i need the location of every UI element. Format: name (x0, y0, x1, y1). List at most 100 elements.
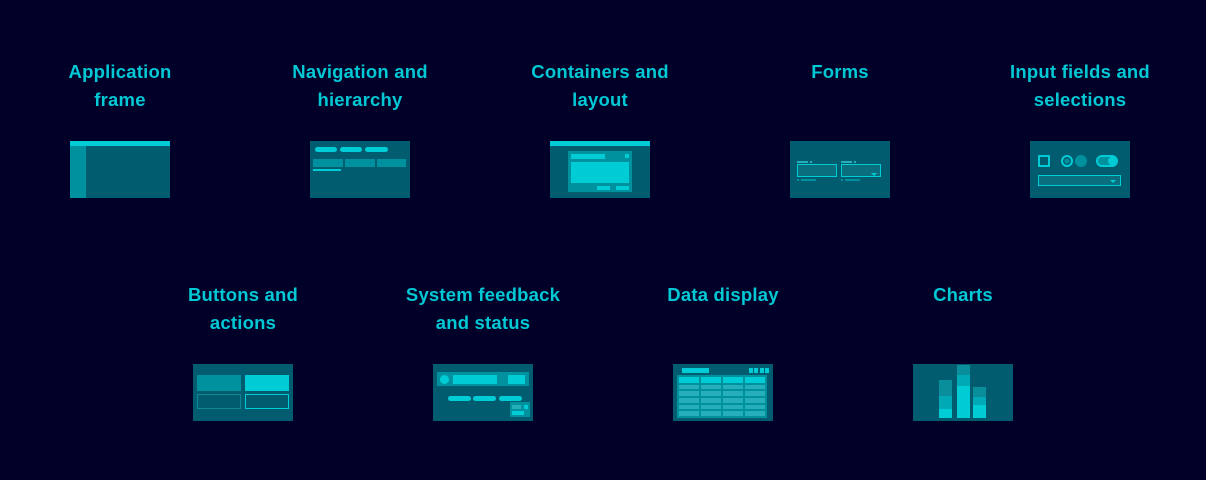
modal-dialog (568, 151, 632, 192)
toast-close-icon (524, 405, 528, 409)
feedback-thumbnail-icon (433, 364, 533, 421)
category-title: Containers and layout (531, 61, 669, 110)
active-tab-underline (313, 169, 341, 171)
app-header-bar (550, 141, 650, 146)
required-marker (854, 161, 856, 163)
nav-tab (313, 159, 343, 167)
category-card-system-feedback-and-status[interactable]: System feedback and status (363, 281, 603, 421)
close-icon (625, 154, 629, 158)
helper-icon (841, 179, 843, 181)
category-row-bottom: Buttons and actions System feedback and … (123, 281, 1083, 421)
toolbar-icon (754, 368, 758, 373)
bar-segment (973, 387, 986, 397)
form-field (841, 161, 882, 183)
primary-button (245, 375, 289, 391)
table-toolbar-icons (748, 368, 769, 373)
table-row (679, 391, 765, 397)
app-content-area (86, 146, 170, 198)
table-cell (745, 391, 765, 397)
outline-button (245, 394, 289, 409)
select-input (841, 164, 881, 177)
bar-segment (957, 375, 970, 386)
app-header-bar (70, 141, 170, 146)
radio-selected-icon (1061, 155, 1073, 167)
helper-icon (797, 179, 799, 181)
checkbox-icon (1038, 155, 1050, 167)
helper-text-bar (845, 179, 860, 181)
ghost-button (197, 394, 241, 409)
status-pill (499, 396, 522, 401)
form-field (797, 161, 838, 183)
field-label (797, 161, 808, 163)
category-title: Forms (811, 61, 869, 82)
select-field (1038, 175, 1121, 186)
field-label (841, 161, 852, 163)
modal-content-area (571, 162, 629, 183)
table-cell (745, 398, 765, 403)
category-title: Application frame (68, 61, 172, 110)
category-title: System feedback and status (405, 284, 561, 333)
bar-segment (957, 386, 970, 418)
table-cell (701, 398, 721, 403)
chart-bar (973, 387, 986, 418)
chevron-down-icon (1110, 179, 1116, 183)
bar-segment (973, 397, 986, 405)
table-cell (701, 391, 721, 397)
table-cell (701, 384, 721, 390)
table-row (679, 384, 765, 390)
bar-segment (939, 380, 952, 396)
table-cell (679, 404, 699, 410)
table-header-row (679, 377, 765, 383)
toggle-knob (1108, 157, 1116, 165)
status-pill (448, 396, 471, 401)
input-controls-thumbnail-icon (1030, 141, 1130, 198)
category-card-forms[interactable]: Forms (720, 58, 960, 198)
category-card-application-frame[interactable]: Application frame (0, 58, 240, 198)
category-row-top: Application frame Navigation and hierarc… (0, 58, 1200, 198)
table-header-cell (679, 377, 699, 383)
nav-tab (345, 159, 375, 167)
data-table-thumbnail-icon (673, 364, 773, 421)
category-title: Data display (667, 284, 779, 305)
table-cell (723, 384, 743, 390)
table-title-bar (682, 368, 709, 373)
category-card-input-fields-and-selections[interactable]: Input fields and selections (960, 58, 1200, 198)
breadcrumb-pill (365, 147, 388, 152)
buttons-thumbnail-icon (193, 364, 293, 421)
category-card-data-display[interactable]: Data display (603, 281, 843, 421)
category-card-containers-and-layout[interactable]: Containers and layout (480, 58, 720, 198)
data-table (677, 375, 767, 418)
category-card-charts[interactable]: Charts (843, 281, 1083, 421)
table-cell (679, 398, 699, 403)
alert-message-bar (453, 374, 497, 384)
chart-bar (957, 365, 970, 418)
required-marker (810, 161, 812, 163)
toggle-switch-icon (1096, 155, 1118, 167)
navigation-thumbnail-icon (310, 141, 410, 198)
radio-icon (1075, 155, 1087, 167)
breadcrumb-pill (315, 147, 337, 152)
bar-segment (973, 405, 986, 418)
table-cell (679, 384, 699, 390)
category-title: Charts (933, 284, 993, 305)
toolbar-icon (759, 368, 764, 373)
alert-action-button (508, 374, 525, 384)
category-card-buttons-and-actions[interactable]: Buttons and actions (123, 281, 363, 421)
table-cell (745, 384, 765, 390)
table-cell (745, 404, 765, 410)
table-header-cell (745, 377, 765, 383)
secondary-button (197, 375, 241, 391)
app-sidebar (70, 146, 86, 198)
toast-message-bar (512, 411, 524, 415)
table-cell (723, 398, 743, 403)
category-card-navigation-and-hierarchy[interactable]: Navigation and hierarchy (240, 58, 480, 198)
status-circle-icon (440, 374, 449, 384)
radio-dot (1064, 158, 1070, 164)
table-cell (723, 411, 743, 416)
table-row (679, 404, 765, 410)
breadcrumb-pill (340, 147, 362, 152)
modal-button (616, 186, 629, 190)
bar-chart-thumbnail-icon (913, 364, 1013, 421)
table-cell (723, 391, 743, 397)
